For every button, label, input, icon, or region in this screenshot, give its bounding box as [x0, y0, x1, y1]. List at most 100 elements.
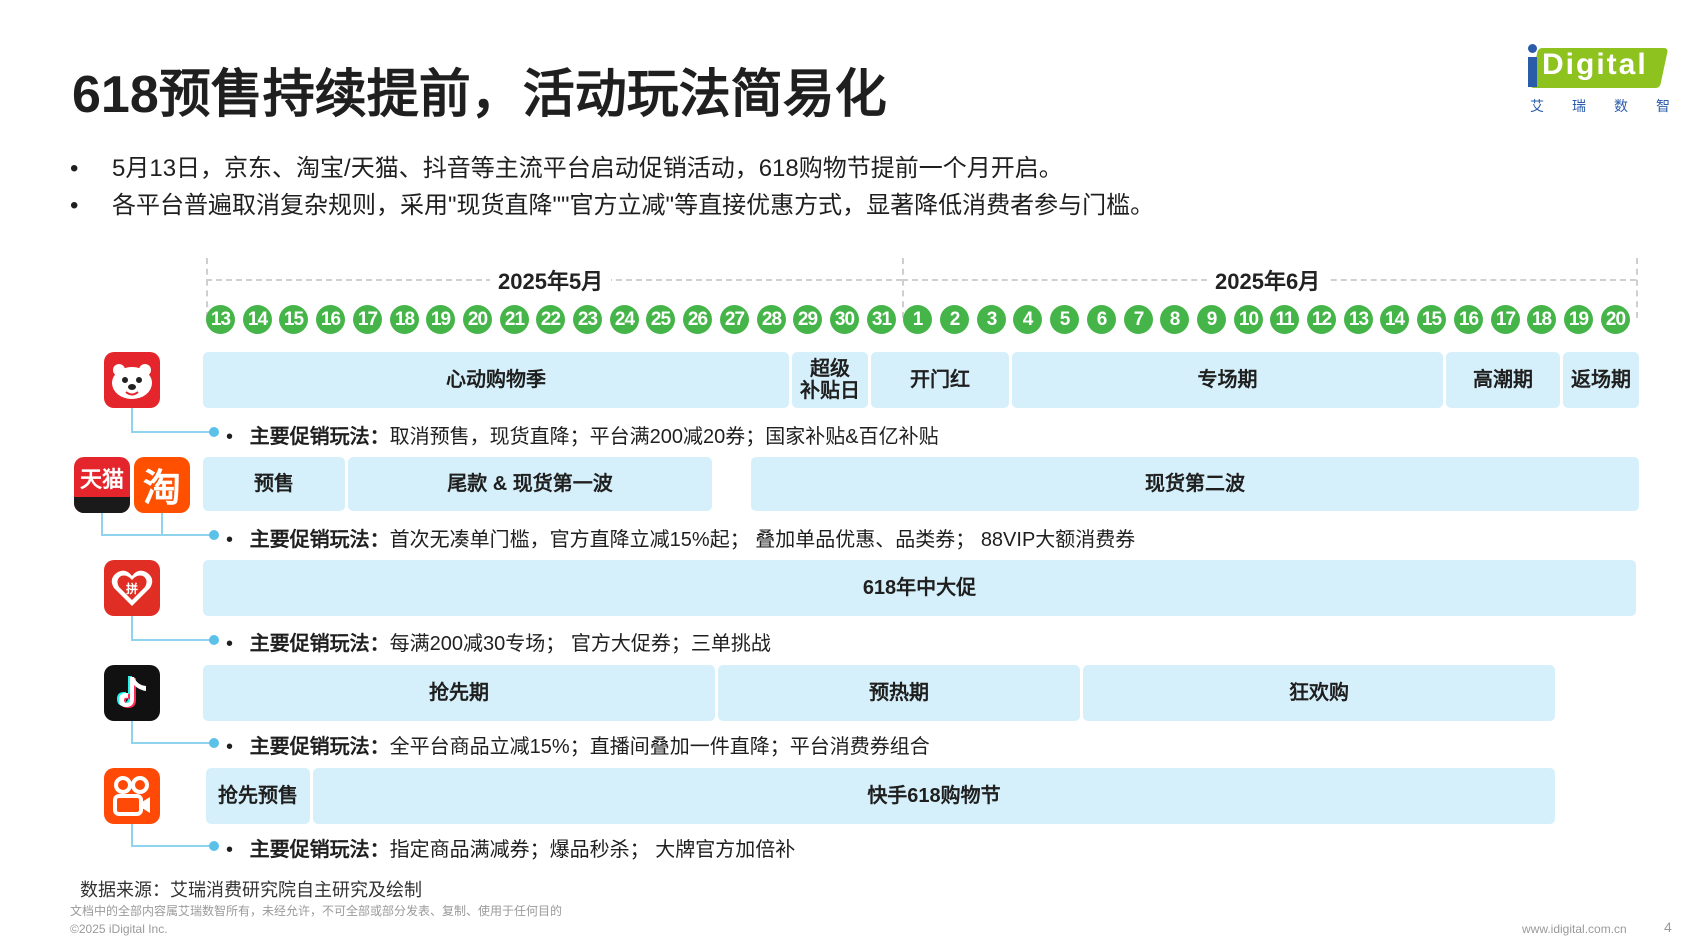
day-circle: 26 — [683, 305, 712, 334]
day-circle: 19 — [426, 305, 455, 334]
connector-line — [131, 431, 213, 433]
douyin-icon — [104, 665, 160, 721]
phase-bar: 开门红 — [871, 352, 1009, 408]
page-title: 618预售持续提前，活动玩法简易化 — [72, 66, 887, 124]
promo-description: • 主要促销玩法：首次无凑单门槛，官方直降立减15%起； 叠加单品优惠、品类券；… — [226, 529, 1136, 551]
connector-line — [131, 721, 133, 743]
day-circle: 25 — [646, 305, 675, 334]
day-circle: 13 — [206, 305, 235, 334]
timeline-month-separator — [902, 258, 904, 318]
connector-line — [131, 639, 213, 641]
kuaishou-icon — [104, 768, 160, 824]
timeline-edge-start — [206, 258, 208, 318]
bullet-item: •各平台普遍取消复杂规则，采用"现货直降""官方立减"等直接优惠方式，显著降低消… — [70, 187, 1154, 224]
phase-bar: 快手618购物节 — [313, 768, 1555, 824]
day-circle: 14 — [1380, 305, 1409, 334]
day-circle: 17 — [1491, 305, 1520, 334]
copyright: ©2025 iDigital Inc. — [70, 922, 168, 936]
day-circle: 3 — [977, 305, 1006, 334]
svg-text:淘: 淘 — [143, 466, 181, 510]
promo-description: • 主要促销玩法：全平台商品立减15%；直播间叠加一件直降；平台消费券组合 — [226, 736, 930, 758]
phase-bar: 现货第二波 — [751, 457, 1639, 511]
connector-dot — [209, 635, 219, 645]
day-circle: 29 — [793, 305, 822, 334]
logo-sub-char: 数 — [1614, 98, 1628, 114]
timeline-edge-end — [1636, 258, 1638, 318]
phase-bar: 返场期 — [1563, 352, 1639, 408]
logo-i-mark — [1522, 44, 1538, 94]
tmall-icon: 天猫 — [74, 457, 130, 513]
day-circle: 5 — [1050, 305, 1079, 334]
month-label-june: 2025年6月 — [1207, 264, 1329, 296]
connector-line — [101, 534, 213, 536]
taobao-icon: 淘 — [134, 457, 190, 513]
promo-description: • 主要促销玩法：取消预售，现货直降；平台满200减20券；国家补贴&百亿补贴 — [226, 426, 939, 448]
logo-text: Digital — [1542, 48, 1648, 81]
day-circle: 1 — [903, 305, 932, 334]
day-circle: 8 — [1160, 305, 1189, 334]
connector-line — [131, 616, 133, 640]
website-url: www.idigital.com.cn — [1522, 922, 1627, 936]
copyright-note: 文档中的全部内容属艾瑞数智所有，未经允许，不可全部或部分发表、复制、使用于任何目… — [70, 904, 563, 918]
day-circle: 31 — [867, 305, 896, 334]
bullet-text: 5月13日，京东、淘宝/天猫、抖音等主流平台启动促销活动，618购物节提前一个月… — [112, 155, 1063, 182]
promo-description: • 主要促销玩法：指定商品满减券；爆品秒杀； 大牌官方加倍补 — [226, 839, 796, 861]
idigital-logo: Digital 艾 瑞 数 智 — [1522, 44, 1672, 114]
summary-bullets: •5月13日，京东、淘宝/天猫、抖音等主流平台启动促销活动，618购物节提前一个… — [70, 150, 1154, 224]
day-circle: 20 — [1601, 305, 1630, 334]
day-circle: 6 — [1087, 305, 1116, 334]
day-circle: 13 — [1344, 305, 1373, 334]
day-circle: 21 — [500, 305, 529, 334]
day-circle: 17 — [353, 305, 382, 334]
phase-bar: 预售 — [203, 457, 345, 511]
day-circle: 15 — [1417, 305, 1446, 334]
day-circle: 18 — [1527, 305, 1556, 334]
day-circle: 9 — [1197, 305, 1226, 334]
bullet-item: •5月13日，京东、淘宝/天猫、抖音等主流平台启动促销活动，618购物节提前一个… — [70, 150, 1154, 187]
phase-bar: 专场期 — [1012, 352, 1443, 408]
day-circle: 7 — [1124, 305, 1153, 334]
bullet-text: 各平台普遍取消复杂规则，采用"现货直降""官方立减"等直接优惠方式，显著降低消费… — [112, 192, 1155, 219]
connector-dot — [209, 738, 219, 748]
connector-line — [161, 513, 163, 535]
connector-line — [131, 742, 213, 744]
day-circle: 27 — [720, 305, 749, 334]
jd-icon — [104, 352, 160, 408]
promo-description: • 主要促销玩法：每满200减30专场； 官方大促券；三单挑战 — [226, 633, 771, 655]
connector-line — [101, 513, 103, 535]
day-circle: 18 — [390, 305, 419, 334]
connector-line — [131, 824, 133, 846]
phase-bar: 抢先预售 — [206, 768, 310, 824]
day-circle: 16 — [1454, 305, 1483, 334]
connector-dot — [209, 530, 219, 540]
phase-bar: 心动购物季 — [203, 352, 789, 408]
day-circle: 10 — [1234, 305, 1263, 334]
day-circle: 20 — [463, 305, 492, 334]
day-circle: 16 — [316, 305, 345, 334]
day-circle: 15 — [279, 305, 308, 334]
day-circle: 23 — [573, 305, 602, 334]
day-circle: 30 — [830, 305, 859, 334]
phase-bar: 狂欢购 — [1083, 665, 1555, 721]
svg-text:天猫: 天猫 — [80, 468, 124, 493]
connector-line — [131, 408, 133, 432]
phase-bar: 预热期 — [718, 665, 1080, 721]
phase-bar: 高潮期 — [1446, 352, 1560, 408]
connector-line — [131, 845, 213, 847]
connector-dot — [209, 427, 219, 437]
svg-text:拼: 拼 — [126, 581, 138, 596]
page-number: 4 — [1664, 919, 1672, 935]
logo-sub-char: 智 — [1656, 98, 1670, 114]
day-circle: 11 — [1270, 305, 1299, 334]
day-circle: 12 — [1307, 305, 1336, 334]
phase-bar: 618年中大促 — [203, 560, 1636, 616]
logo-subtitle: 艾 瑞 数 智 — [1530, 96, 1670, 116]
day-circle: 2 — [940, 305, 969, 334]
phase-bar: 超级 补贴日 — [792, 352, 868, 408]
phase-bar: 抢先期 — [203, 665, 715, 721]
day-circle: 19 — [1564, 305, 1593, 334]
month-label-may: 2025年5月 — [490, 264, 612, 296]
connector-dot — [209, 841, 219, 851]
pinduoduo-icon: 拼 — [104, 560, 160, 616]
day-circle: 4 — [1013, 305, 1042, 334]
